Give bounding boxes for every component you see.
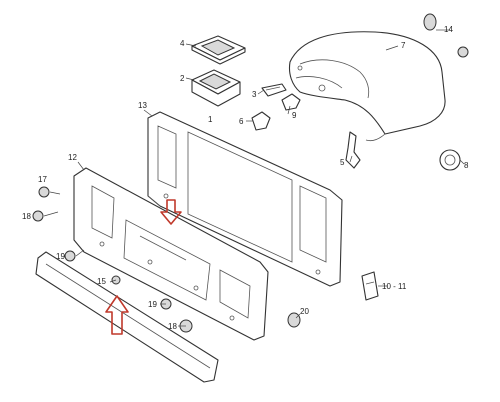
part-20-grommet <box>287 312 301 328</box>
callout-1: 1 <box>208 115 213 124</box>
part-7-cover <box>288 31 446 142</box>
part-10-11-bracket <box>361 271 379 301</box>
indicator-arrows <box>105 199 182 335</box>
callout-3: 3 <box>252 90 257 99</box>
arrow-down-icon <box>160 199 182 225</box>
part-9-clip <box>281 93 301 111</box>
callout-18-right: 18 <box>168 322 177 331</box>
callout-17: 17 <box>38 175 47 184</box>
part-17-grommet <box>38 186 50 198</box>
part-14-plug <box>423 13 437 31</box>
part-4-frame <box>191 35 246 65</box>
part-lower-sill <box>35 251 219 383</box>
part-8-grommet <box>439 149 461 171</box>
callout-12: 12 <box>68 153 77 162</box>
callout-14: 14 <box>444 25 453 34</box>
callout-13: 13 <box>138 101 147 110</box>
part-5-hook <box>345 131 361 169</box>
callout-19-left: 19 <box>56 252 65 261</box>
callout-19-right: 19 <box>148 300 157 309</box>
callout-20: 20 <box>300 307 309 316</box>
callout-18-left: 18 <box>22 212 31 221</box>
part-16-grommet <box>32 210 44 222</box>
callout-6: 6 <box>239 117 244 126</box>
callout-9: 9 <box>292 111 297 120</box>
part-6-clip <box>251 111 271 131</box>
callout-2: 2 <box>180 74 185 83</box>
part-3-bracket <box>261 83 287 97</box>
callout-labels: 1 2 3 4 5 6 7 8 9 10 - 11 12 13 14 15 17… <box>22 25 469 331</box>
callout-15: 15 <box>97 277 106 286</box>
callout-5: 5 <box>340 158 345 167</box>
callout-4: 4 <box>180 39 185 48</box>
callout-7: 7 <box>401 41 406 50</box>
part-12-dash-panel <box>73 167 269 341</box>
part-13-rear-panel <box>147 111 343 287</box>
leader-lines <box>43 29 465 327</box>
part-19-grommet-left <box>64 250 76 262</box>
part-2-cup <box>191 69 241 107</box>
part-grommet-top <box>457 46 469 58</box>
callout-10-11: 10 - 11 <box>382 282 407 291</box>
arrow-up-icon <box>105 295 129 335</box>
callout-8: 8 <box>464 161 469 170</box>
